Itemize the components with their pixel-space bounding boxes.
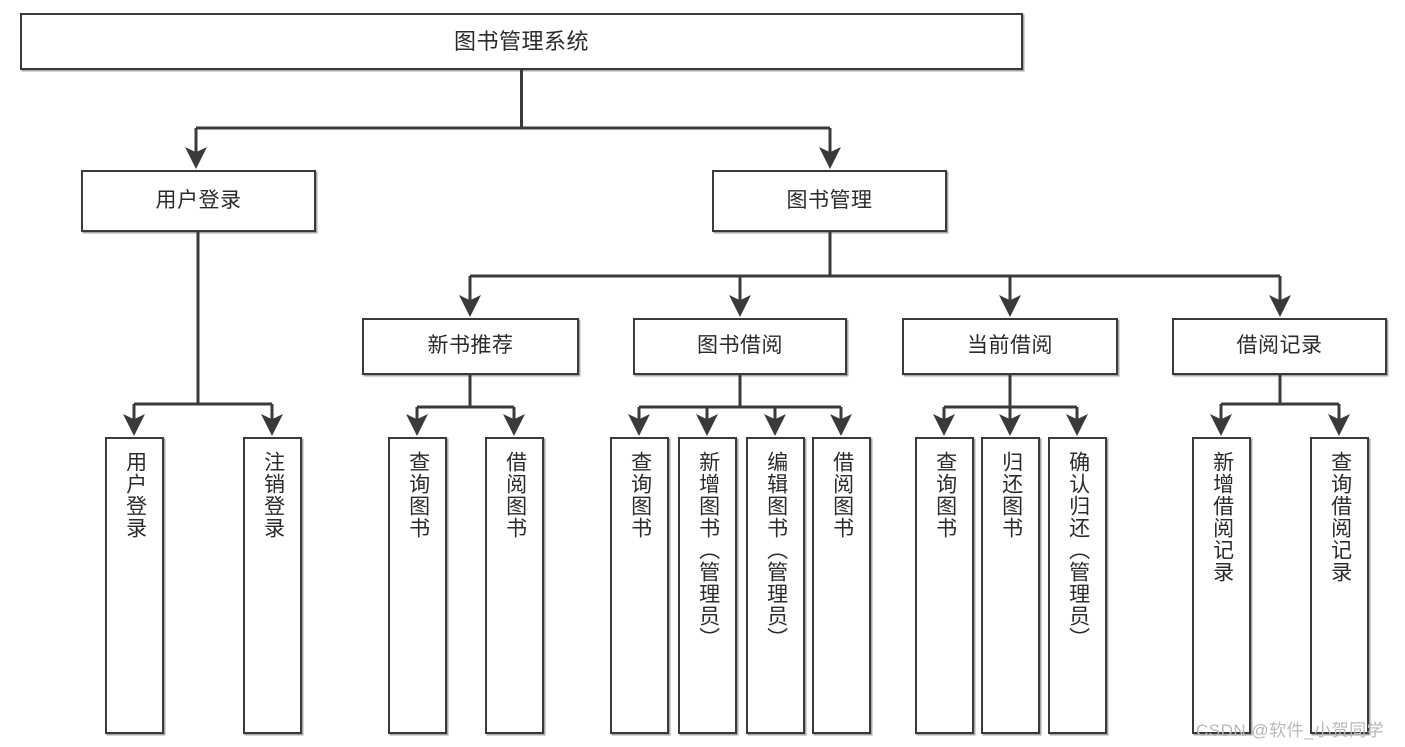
node-new-book-recommend-label: 新书推荐 [427, 334, 514, 358]
node-leaf-user-logout[interactable]: 注销登录 [243, 437, 302, 734]
node-leaf-confirm-return-admin[interactable]: 确认归还（管理员） [1048, 437, 1107, 734]
node-current-borrow[interactable]: 当前借阅 [902, 318, 1118, 375]
node-leaf-edit-book-admin[interactable]: 编辑图书（管理员） [746, 437, 805, 734]
node-leaf-query-borrow-record-label: 查询借阅记录 [1328, 451, 1352, 583]
node-book-management-label: 图书管理 [786, 188, 873, 212]
node-book-borrow[interactable]: 图书借阅 [633, 318, 847, 375]
node-leaf-edit-book-admin-label: 编辑图书（管理员） [764, 451, 788, 649]
node-borrow-records-label: 借阅记录 [1236, 334, 1323, 358]
node-leaf-borrow-book[interactable]: 借阅图书 [812, 437, 871, 734]
node-leaf-query-book[interactable]: 查询图书 [610, 437, 669, 734]
node-leaf-user-logout-label: 注销登录 [261, 451, 285, 539]
node-leaf-query-book-label: 查询图书 [628, 451, 652, 539]
node-leaf-return-book[interactable]: 归还图书 [981, 437, 1040, 734]
node-leaf-query-book-current[interactable]: 查询图书 [915, 437, 974, 734]
node-leaf-add-book-admin-label: 新增图书（管理员） [696, 451, 720, 649]
node-leaf-borrow-book-new-label: 借阅图书 [503, 451, 527, 539]
node-root-label: 图书管理系统 [453, 28, 589, 54]
node-leaf-confirm-return-admin-label: 确认归还（管理员） [1066, 451, 1090, 649]
node-user-login-label: 用户登录 [155, 188, 242, 212]
node-leaf-return-book-label: 归还图书 [999, 451, 1023, 539]
csdn-watermark: CSDN @软件_小贺同学 [1196, 721, 1385, 740]
node-root[interactable]: 图书管理系统 [20, 13, 1023, 70]
node-current-borrow-label: 当前借阅 [967, 334, 1053, 358]
node-leaf-query-borrow-record[interactable]: 查询借阅记录 [1310, 437, 1369, 734]
node-book-borrow-label: 图书借阅 [697, 334, 783, 358]
node-leaf-query-book-new[interactable]: 查询图书 [388, 437, 447, 734]
node-leaf-add-borrow-record[interactable]: 新增借阅记录 [1192, 437, 1251, 734]
node-leaf-query-book-new-label: 查询图书 [406, 451, 430, 539]
node-leaf-user-login[interactable]: 用户登录 [105, 437, 164, 734]
node-leaf-borrow-book-new[interactable]: 借阅图书 [485, 437, 544, 734]
node-user-login[interactable]: 用户登录 [81, 170, 316, 232]
node-leaf-borrow-book-label: 借阅图书 [830, 451, 854, 539]
node-borrow-records[interactable]: 借阅记录 [1172, 318, 1387, 375]
node-book-management[interactable]: 图书管理 [712, 170, 947, 232]
node-leaf-query-book-current-label: 查询图书 [933, 451, 957, 539]
node-new-book-recommend[interactable]: 新书推荐 [362, 318, 579, 375]
node-leaf-add-borrow-record-label: 新增借阅记录 [1210, 451, 1234, 583]
node-leaf-add-book-admin[interactable]: 新增图书（管理员） [678, 437, 737, 734]
node-leaf-user-login-label: 用户登录 [123, 451, 147, 539]
